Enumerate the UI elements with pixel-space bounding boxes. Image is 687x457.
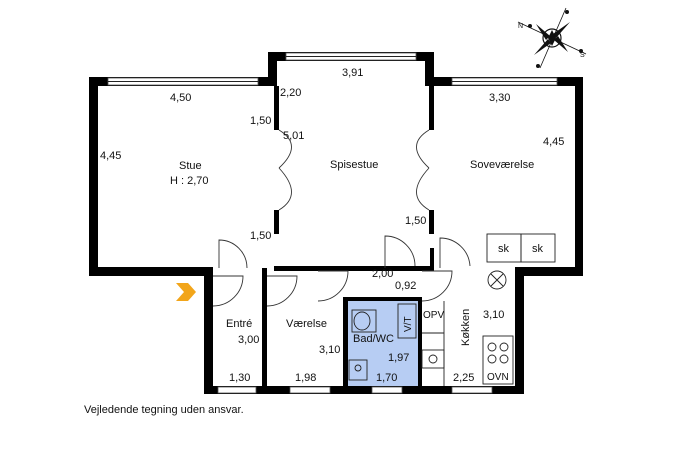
dim-label: 1,97 bbox=[388, 352, 409, 364]
compass-south: S bbox=[580, 52, 585, 59]
room-sovevaerelse: Soveværelse bbox=[470, 159, 534, 171]
compass-rose-icon: N S bbox=[517, 7, 587, 69]
fan-icon bbox=[487, 270, 507, 290]
dim-label: 1,70 bbox=[376, 372, 397, 384]
dim-label: 4,45 bbox=[543, 136, 564, 148]
dim-label: 3,10 bbox=[483, 309, 504, 321]
dim-label: 3,00 bbox=[238, 334, 259, 346]
room-labels: Stue H : 2,70 Spisestue Soveværelse Entr… bbox=[170, 159, 534, 346]
bathroom-floor bbox=[348, 300, 420, 386]
fixture-ovn: OVN bbox=[487, 372, 509, 383]
room-spisestue: Spisestue bbox=[330, 159, 378, 171]
interior-walls bbox=[262, 86, 434, 386]
dim-label: 1,50 bbox=[250, 230, 271, 242]
room-stue: Stue bbox=[179, 160, 202, 172]
dim-label: 3,91 bbox=[342, 67, 363, 79]
dim-label: 4,45 bbox=[100, 150, 121, 162]
dim-label: 1,98 bbox=[295, 372, 316, 384]
windows bbox=[107, 52, 558, 394]
room-entre: Entré bbox=[226, 318, 252, 330]
dim-label: 5,01 bbox=[283, 130, 304, 142]
fixture-opv: OPV bbox=[423, 310, 444, 321]
dim-label: 1,50 bbox=[405, 215, 426, 227]
dim-label: 2,25 bbox=[453, 372, 474, 384]
dim-label: 1,30 bbox=[229, 372, 250, 384]
room-stue-height: H : 2,70 bbox=[170, 175, 209, 187]
dim-label: 3,10 bbox=[319, 344, 340, 356]
fixture-sk-2: sk bbox=[532, 243, 544, 255]
dim-label: 4,50 bbox=[170, 92, 191, 104]
dim-label: 2,20 bbox=[280, 87, 301, 99]
dim-label: 0,92 bbox=[395, 280, 416, 292]
dim-label: 1,50 bbox=[250, 115, 271, 127]
entrance-arrow-icon bbox=[176, 283, 196, 301]
disclaimer-text: Vejledende tegning uden ansvar. bbox=[84, 404, 244, 416]
fixture-labels: sk sk V/T OPV OVN bbox=[403, 243, 544, 383]
fixture-vt: V/T bbox=[403, 316, 414, 332]
doors bbox=[212, 129, 471, 307]
dimension-labels: 4,50 3,91 3,30 2,20 1,50 5,01 4,45 4,45 … bbox=[100, 67, 564, 384]
room-badwc: Bad/WC bbox=[353, 333, 394, 345]
dim-label: 2,00 bbox=[372, 268, 393, 280]
room-kokken: Køkken bbox=[460, 309, 472, 346]
room-vaerelse: Værelse bbox=[286, 318, 327, 330]
dim-label: 3,30 bbox=[489, 92, 510, 104]
bathroom-fixtures bbox=[348, 303, 417, 381]
fixture-sk-1: sk bbox=[498, 243, 510, 255]
compass-north: N bbox=[518, 23, 523, 30]
kitchen-fixtures bbox=[421, 233, 556, 386]
